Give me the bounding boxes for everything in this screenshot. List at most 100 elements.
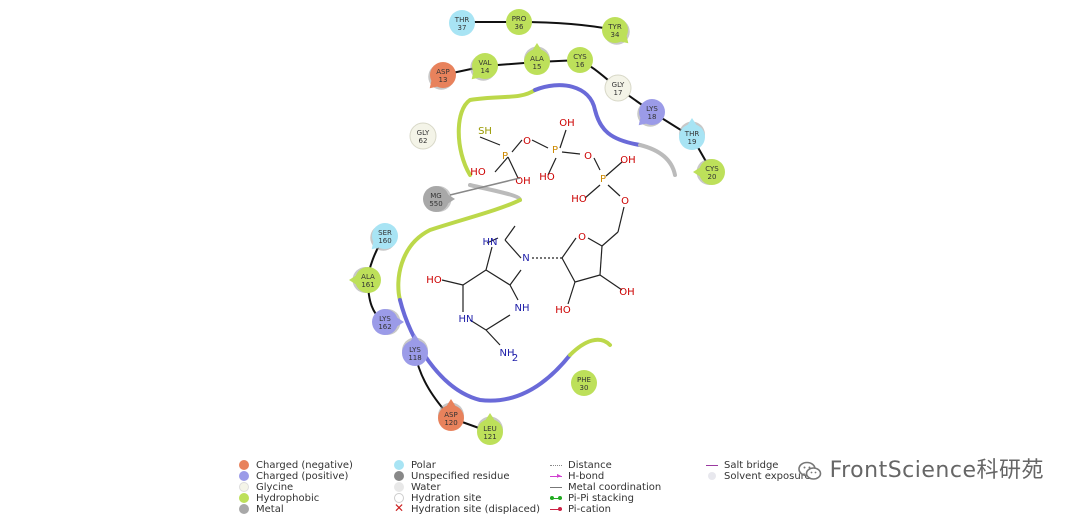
residue-number: 15 — [533, 63, 542, 71]
ligand-bonds — [441, 129, 625, 346]
residue-number: 20 — [708, 173, 717, 181]
legend-item: Solvent exposure — [706, 471, 811, 482]
residue-marker — [430, 62, 456, 88]
backbone-chain-upper — [442, 58, 713, 173]
residue-name: ALA — [530, 55, 544, 63]
residue-number: 550 — [429, 200, 442, 208]
backbone-chain-top — [462, 21, 616, 31]
atom-oxygen: O — [584, 151, 592, 162]
atom-amine: HN — [483, 237, 498, 248]
atom-amino-group: NH — [500, 348, 515, 359]
legend-item: Hydration site — [393, 493, 481, 504]
residue-name: VAL — [478, 59, 491, 67]
legend-item: ▸H-bond — [550, 471, 604, 482]
residue-marker — [602, 17, 628, 43]
watermark-text: FrontScience科研苑 — [829, 458, 1044, 483]
legend-item: Polar — [393, 460, 436, 471]
residue-name: PRO — [512, 15, 527, 23]
legend-item: Charged (negative) — [238, 460, 353, 471]
residue-name: THR — [454, 16, 470, 24]
residue-number: 34 — [611, 31, 620, 39]
residue-marker — [372, 223, 398, 249]
wechat-icon — [797, 461, 821, 480]
residue-marker — [402, 340, 428, 366]
residue-number: 19 — [688, 138, 697, 146]
atom-amine: NH — [515, 303, 530, 314]
legend-item: Distance — [550, 460, 612, 471]
residue-name: THR — [684, 130, 700, 138]
residue-marker — [372, 309, 398, 335]
residue-marker — [679, 124, 705, 150]
legend-item: Metal — [238, 504, 284, 515]
residue-name: LEU — [483, 425, 496, 433]
atom-phosphorus: P — [600, 174, 606, 185]
legend-item: Salt bridge — [706, 460, 778, 471]
residue-name: CYS — [573, 53, 587, 61]
residue-name: CYS — [705, 165, 719, 173]
residue-marker — [472, 53, 498, 79]
residue-number: 120 — [444, 419, 457, 427]
atom-hydroxyl: HO — [470, 167, 486, 178]
residue-number: 161 — [361, 281, 374, 289]
residue-name: PHE — [577, 376, 591, 384]
atom-oxygen: O — [523, 136, 531, 147]
legend-item: Water — [393, 482, 441, 493]
legend-item: Glycine — [238, 482, 293, 493]
residue-marker — [423, 186, 449, 212]
residue-number: 36 — [515, 23, 524, 31]
residue-number: 30 — [580, 384, 589, 392]
atom-hydroxyl: HO — [426, 275, 442, 286]
residue-name: MG — [430, 192, 441, 200]
residue-marker — [449, 10, 475, 36]
pocket-segment-blue-top — [533, 83, 642, 147]
atom-amino-subscript: 2 — [512, 353, 518, 364]
legend-item: ✕Hydration site (displaced) — [394, 501, 540, 515]
residue-number: 16 — [576, 61, 585, 69]
atom-hydroxyl: HO — [571, 194, 587, 205]
pocket-segment-grey-mid — [468, 183, 522, 202]
residue-number: 17 — [614, 89, 623, 97]
residue-name: SER — [378, 229, 392, 237]
legend-item: Metal coordination — [550, 482, 661, 493]
residue-marker — [639, 99, 665, 125]
residue-name: GLY — [612, 81, 625, 89]
residue-number: 118 — [408, 354, 421, 362]
atom-hydroxyl: OH — [619, 287, 634, 298]
residue-name: TYR — [607, 23, 622, 31]
residue-name: ASP — [436, 68, 449, 76]
legend-item: Charged (positive) — [238, 471, 348, 482]
legend-item: Hydrophobic — [238, 493, 319, 504]
residue-name: GLY — [417, 129, 430, 137]
atom-oxygen: O — [621, 196, 629, 207]
atom-nitrogen: N — [522, 253, 529, 264]
ligand-structure: SH P O P OH HO OH HO O P OH HO O O N HN … — [426, 118, 635, 364]
legend: Charged (negative) Charged (positive) Gl… — [0, 455, 1080, 516]
legend-item: Unspecified residue — [393, 471, 510, 482]
residue-number: 162 — [378, 323, 391, 331]
residue-marker — [567, 47, 593, 73]
residue-name: LYS — [379, 315, 391, 323]
residue-number: 160 — [378, 237, 391, 245]
pocket-segment-green-top — [456, 88, 537, 177]
metal-coordination-line — [449, 177, 521, 196]
legend-item: Pi-Pi stacking — [550, 493, 634, 504]
residue-number: 13 — [439, 76, 448, 84]
residue-marker — [571, 370, 597, 396]
residue-marker — [506, 9, 532, 35]
pocket-segment-green-left — [396, 198, 522, 302]
pocket-outline — [396, 83, 677, 403]
residue-number: 62 — [419, 137, 428, 145]
